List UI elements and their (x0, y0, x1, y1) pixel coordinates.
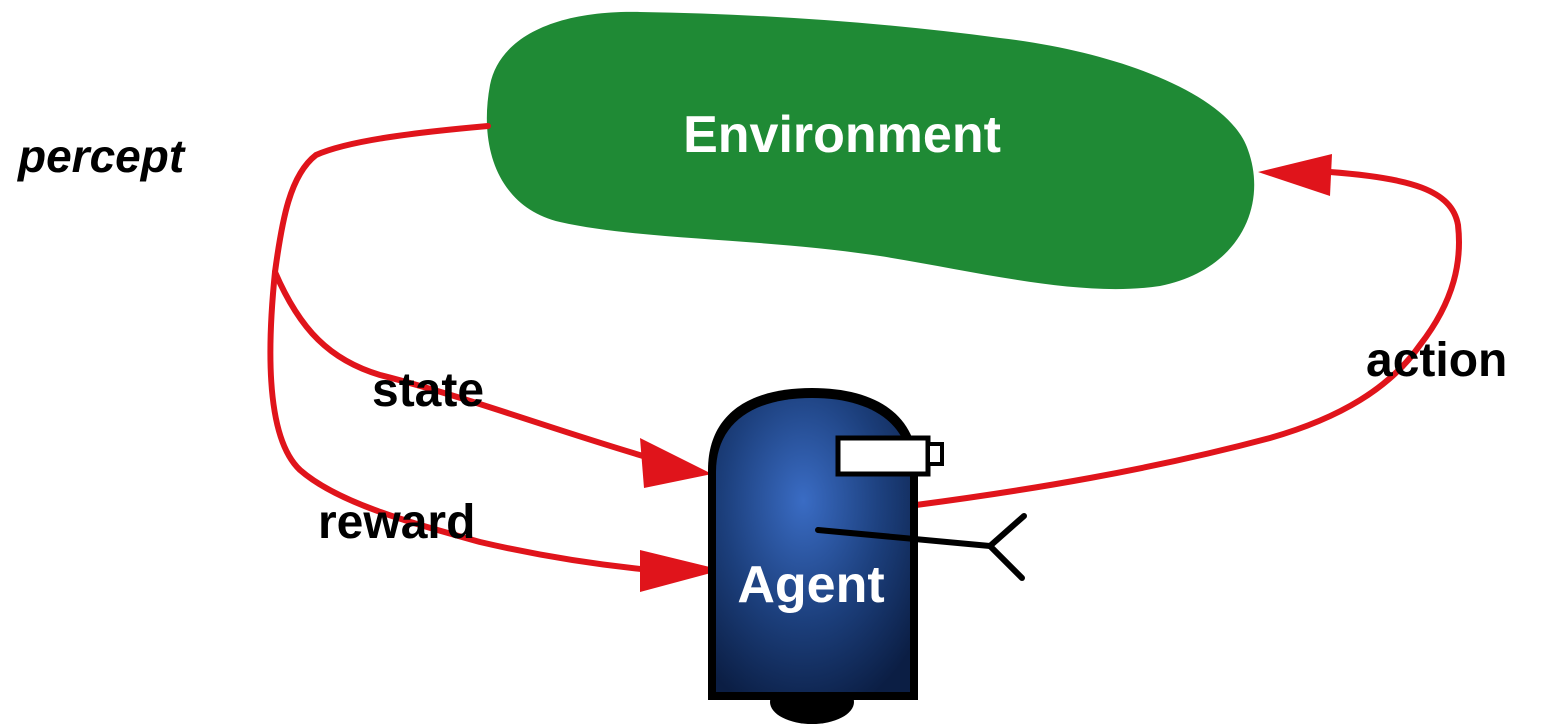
state-arrowhead (640, 438, 712, 488)
reward-label: reward (318, 496, 475, 549)
percept-arrows (267, 123, 653, 573)
action-arrow (913, 154, 1463, 508)
camera-icon (835, 435, 944, 477)
environment-label: Environment (683, 106, 1001, 164)
agent-label: Agent (737, 556, 884, 614)
action-label: action (1366, 334, 1507, 387)
state-label: state (372, 364, 484, 417)
percept-label: percept (16, 130, 186, 182)
percept-line (272, 123, 491, 275)
action-arrowhead (1258, 154, 1332, 196)
gripper-icon (815, 513, 1027, 581)
state-line (272, 269, 653, 461)
reward-line (267, 269, 653, 573)
agent-node: Agent (708, 388, 1027, 724)
environment-node: Environment (486, 11, 1255, 290)
reward-arrowhead (640, 550, 722, 592)
environment-shape (486, 11, 1255, 290)
action-line (913, 169, 1463, 508)
